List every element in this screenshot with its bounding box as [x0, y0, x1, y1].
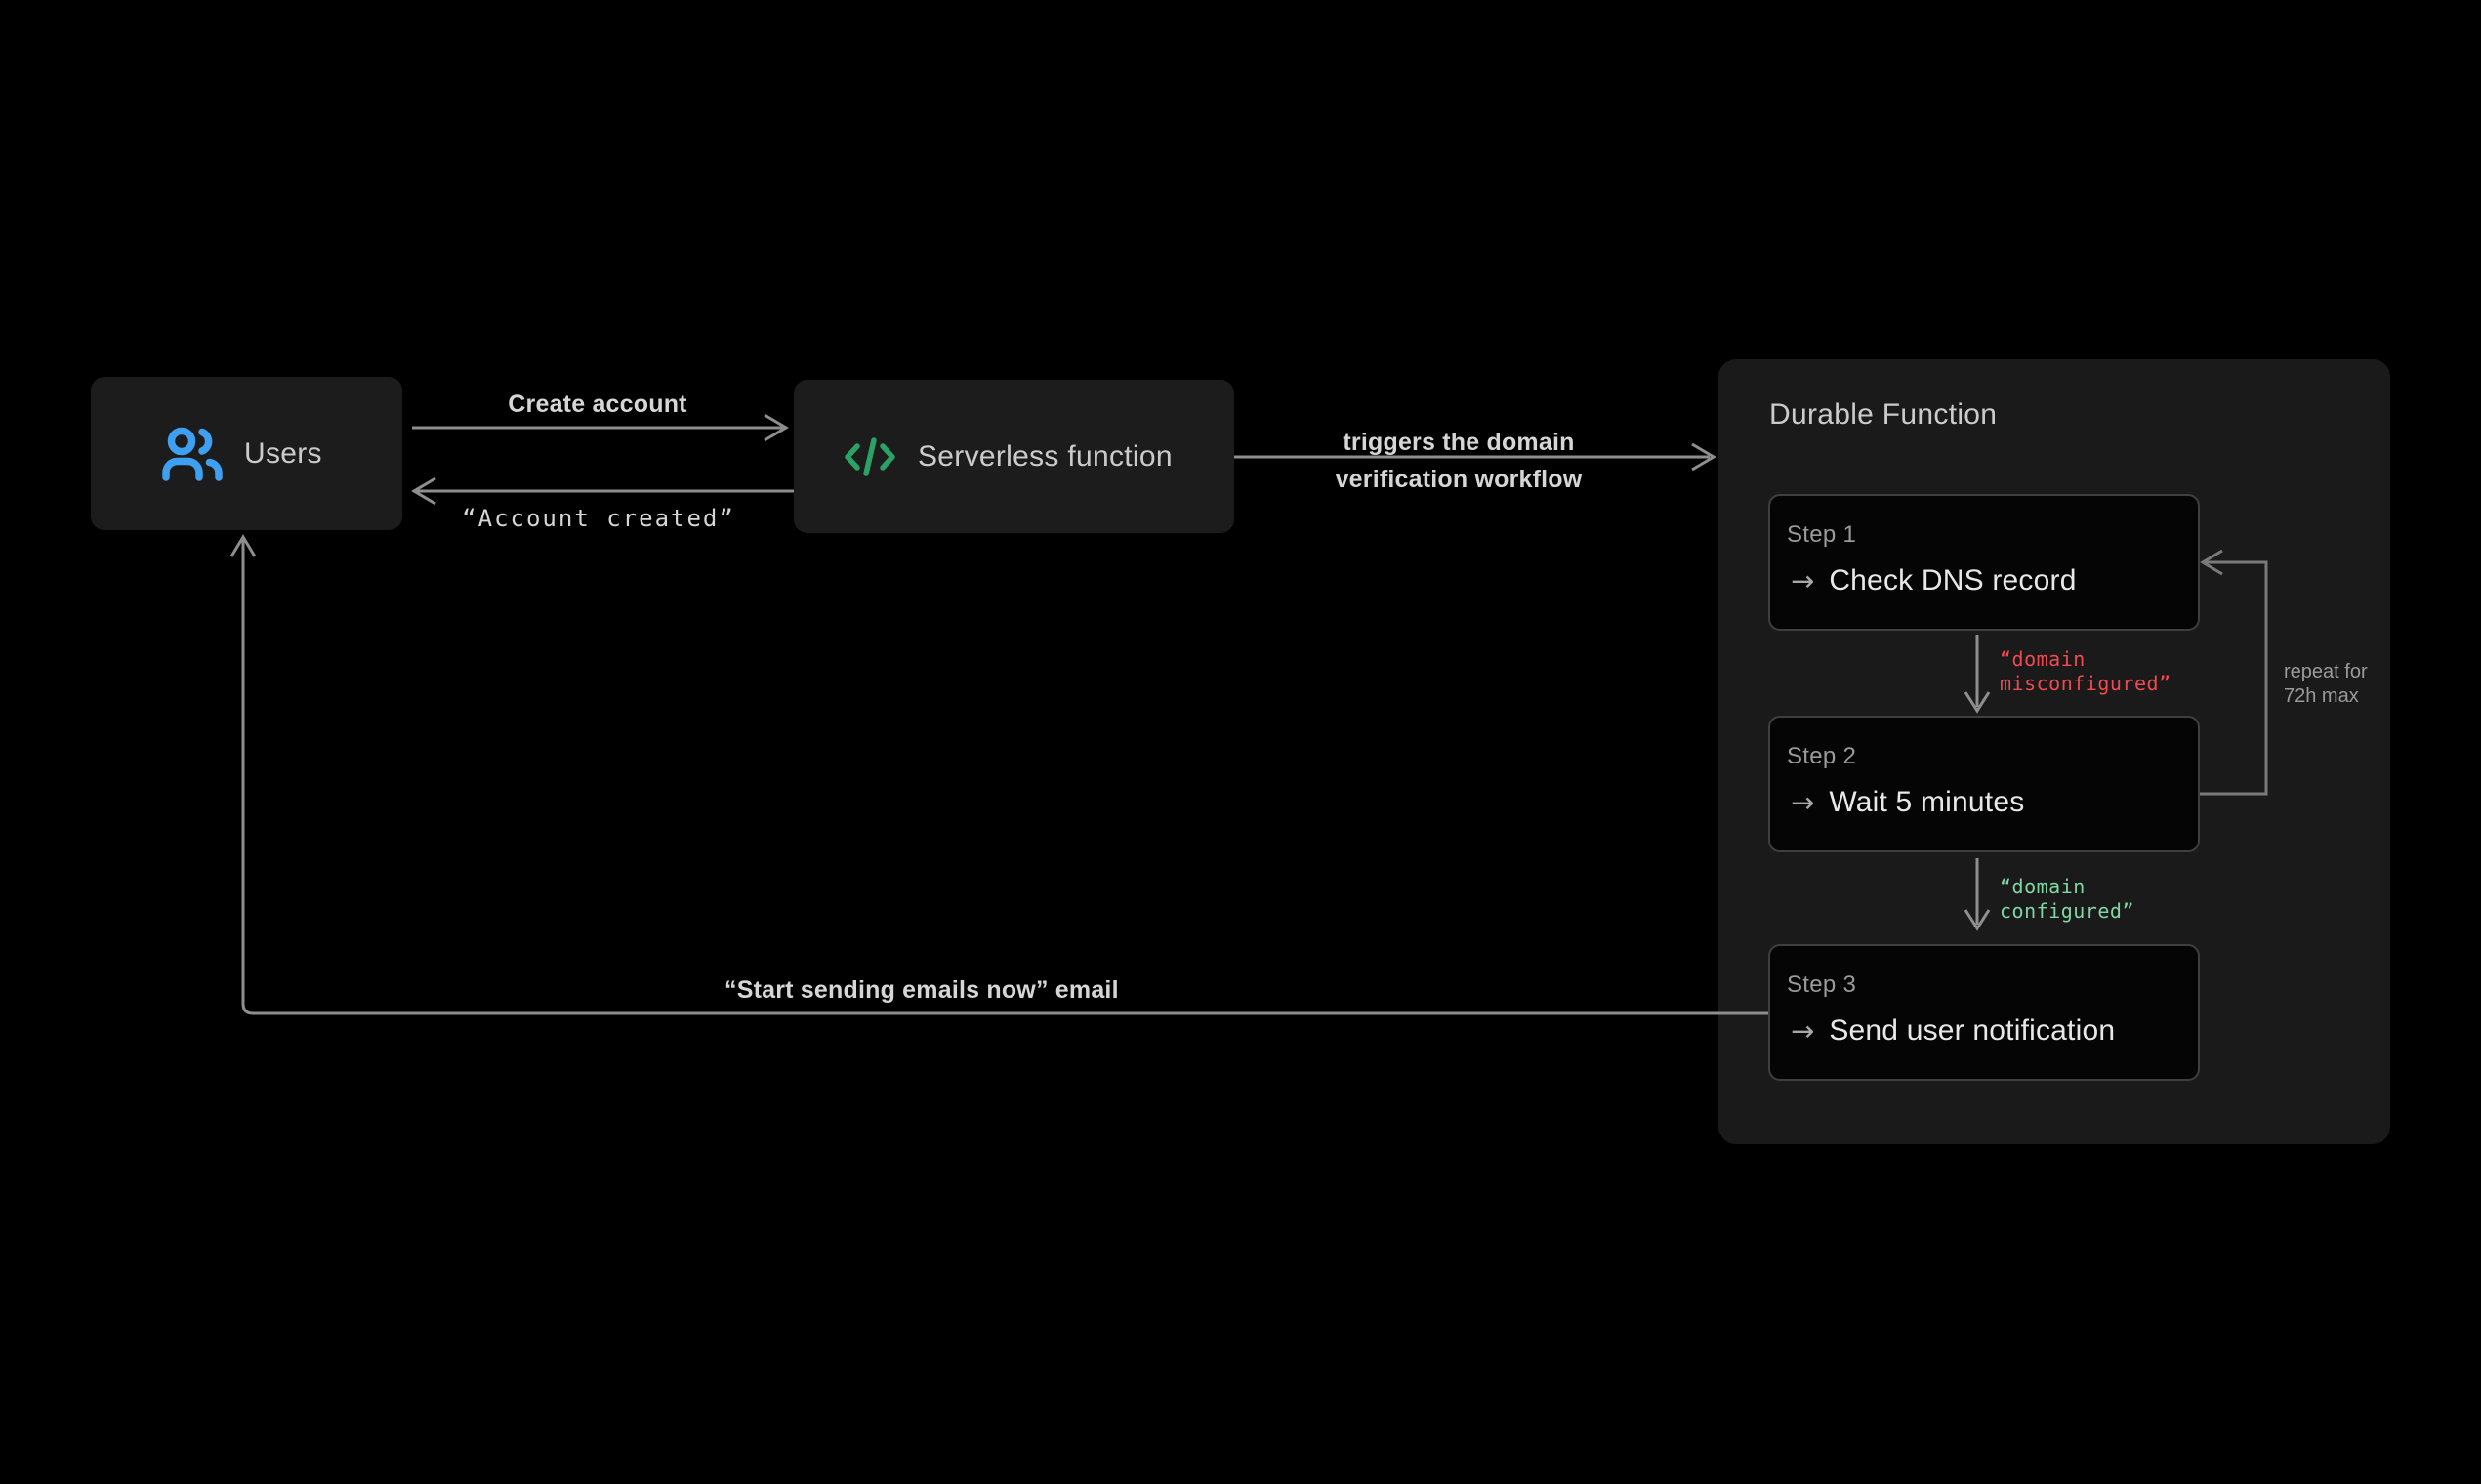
- edge-label-account-created: “Account created”: [462, 505, 735, 532]
- step-3-label: Step 3: [1787, 971, 1857, 998]
- edge-start-sending-email: [229, 534, 1768, 1015]
- right-arrow-icon: →: [1791, 1013, 1815, 1048]
- edge-account-created: [411, 476, 794, 506]
- edge-label-domain-misconfigured: “domain misconfigured”: [2000, 647, 2171, 695]
- serverless-function-node: Serverless function: [794, 380, 1234, 533]
- edge-label-domain-configured: “domain configured”: [2000, 875, 2134, 923]
- edge-label-start-sending-email: “Start sending emails now” email: [724, 976, 1119, 1004]
- step-2-action: Wait 5 minutes: [1829, 786, 2025, 818]
- durable-function-panel: Durable Function Step 1 → Check DNS reco…: [1718, 359, 2390, 1144]
- right-arrow-icon: →: [1791, 785, 1815, 819]
- step-3-card: Step 3 → Send user notification: [1768, 944, 2200, 1081]
- step-2-label: Step 2: [1787, 743, 1857, 769]
- step-2-card: Step 2 → Wait 5 minutes: [1768, 716, 2200, 852]
- step-3-action: Send user notification: [1829, 1014, 2116, 1047]
- users-node-label: Users: [244, 436, 322, 470]
- panel-title: Durable Function: [1769, 398, 1998, 431]
- step-1-action: Check DNS record: [1829, 564, 2077, 597]
- edge-label-repeat-hint: repeat for 72h max: [2284, 661, 2368, 707]
- step-1-label: Step 1: [1787, 521, 1857, 548]
- edge-label-create-account: Create account: [508, 391, 687, 418]
- step-1-card: Step 1 → Check DNS record: [1768, 494, 2200, 631]
- users-node: Users: [91, 377, 402, 530]
- edge-label-triggers-workflow: triggers the domain verification workflo…: [1335, 429, 1583, 493]
- serverless-node-label: Serverless function: [918, 439, 1173, 473]
- code-icon: [843, 434, 897, 479]
- right-arrow-icon: →: [1791, 563, 1815, 598]
- users-icon: [161, 426, 224, 481]
